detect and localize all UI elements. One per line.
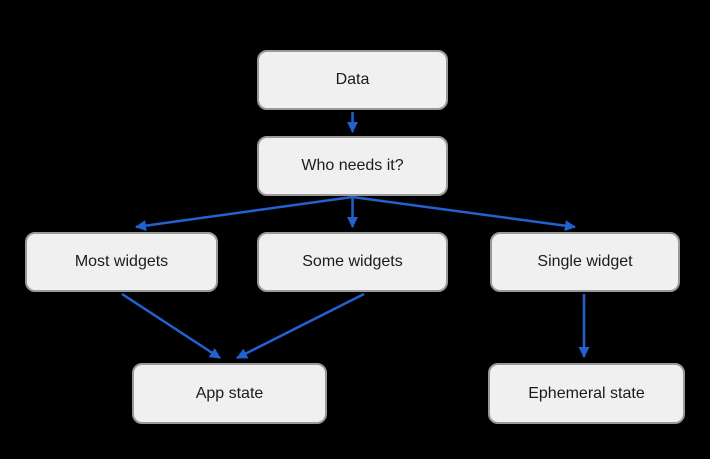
node-most-widgets-label: Most widgets xyxy=(74,253,169,270)
node-some-widgets-label: Some widgets xyxy=(302,253,403,270)
edge-who-most xyxy=(135,195,353,232)
node-ephemeral-state: Ephemeral state xyxy=(488,363,685,424)
node-data-label: Data xyxy=(335,71,370,88)
node-most-widgets: Most widgets xyxy=(25,232,218,292)
node-data: Data xyxy=(257,50,448,110)
node-single-widget: Single widget xyxy=(490,232,680,292)
edge-some-app xyxy=(236,292,365,360)
edge-who-single xyxy=(352,195,576,232)
node-app-state-label: App state xyxy=(195,384,264,402)
edge-most-app xyxy=(121,292,221,360)
node-ephemeral-state-label: Ephemeral state xyxy=(528,384,645,402)
node-who-needs-it: Who needs it? xyxy=(257,136,448,196)
node-some-widgets: Some widgets xyxy=(257,232,448,292)
node-single-widget-label: Single widget xyxy=(537,253,633,270)
node-who-needs-it-label: Who needs it? xyxy=(301,157,404,174)
node-app-state: App state xyxy=(132,363,327,424)
